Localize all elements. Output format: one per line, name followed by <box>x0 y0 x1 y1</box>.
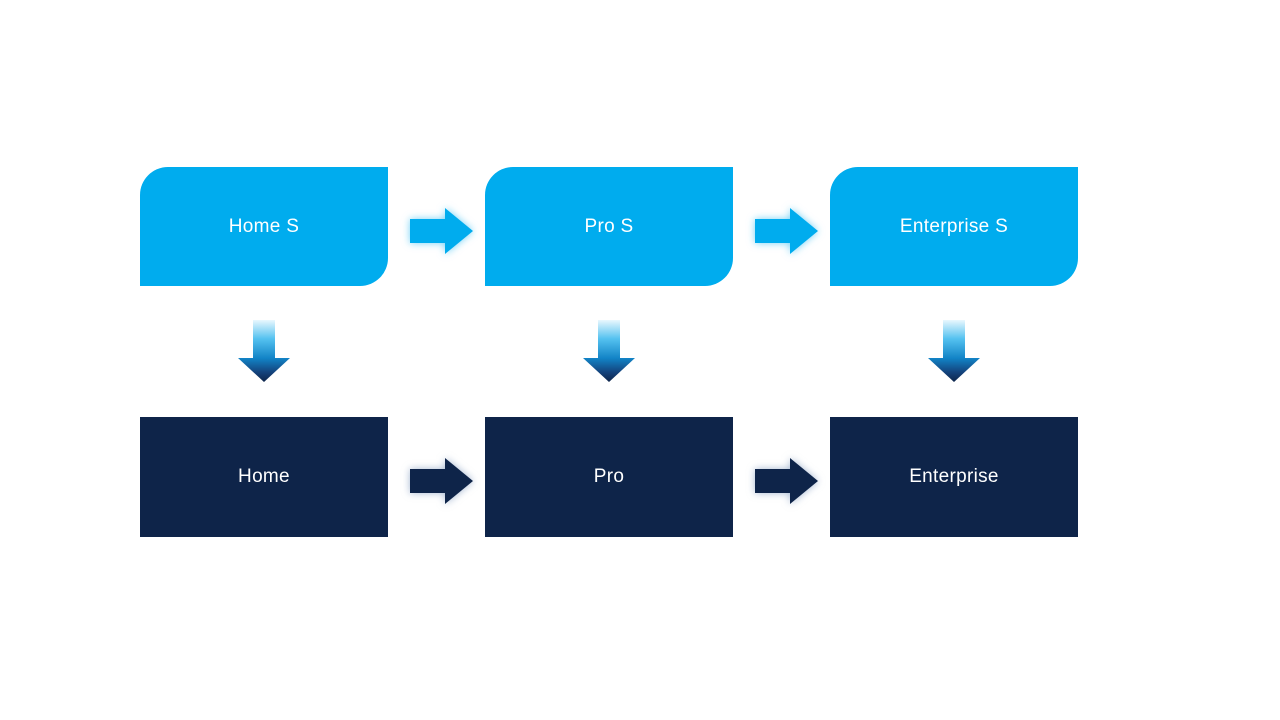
bottom-box-enterprise: Enterprise <box>830 417 1078 537</box>
right-arrow-icon <box>410 208 473 254</box>
top-box-home-s: Home S <box>140 167 388 286</box>
right-arrow-icon <box>410 458 473 504</box>
down-arrow-icon <box>238 320 290 382</box>
top-box-pro-s: Pro S <box>485 167 733 286</box>
right-arrow-icon <box>755 208 818 254</box>
top-box-enterprise-s: Enterprise S <box>830 167 1078 286</box>
bottom-box-pro: Pro <box>485 417 733 537</box>
bottom-box-home-label: Home <box>238 466 290 487</box>
top-box-home-s-label: Home S <box>228 215 300 237</box>
down-arrow-icon <box>583 320 635 382</box>
bottom-box-home: Home <box>140 417 388 537</box>
right-arrow-icon <box>755 458 818 504</box>
top-box-enterprise-s-label: Enterprise S <box>899 215 1009 237</box>
top-box-pro-s-label: Pro S <box>584 215 634 237</box>
bottom-box-enterprise-label: Enterprise <box>909 466 999 487</box>
bottom-box-pro-label: Pro <box>593 466 625 487</box>
down-arrow-icon <box>928 320 980 382</box>
